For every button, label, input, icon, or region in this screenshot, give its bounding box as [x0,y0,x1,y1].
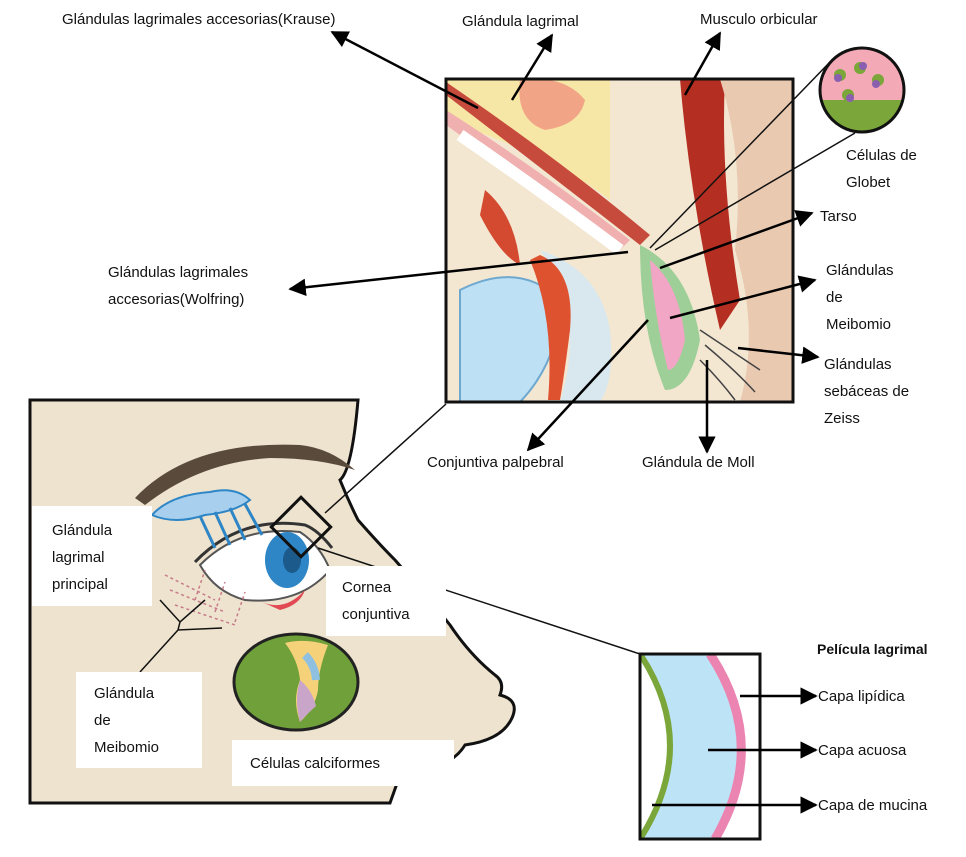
goblet-cell-stream [302,652,320,681]
cornea-label-box [326,566,446,636]
label-capa-lipidica: Capa lipídica [818,688,905,705]
arrow-orbicular [683,31,722,96]
goblet-cell-body [285,640,328,722]
zoom-line-upper [324,403,447,514]
eyebrow [135,444,355,505]
meibomian-dots [164,569,246,626]
arrow-tarso [659,210,814,270]
zoom-line-lower [317,547,641,655]
tear-film-frame [638,652,762,841]
goblet-cell-ellipse [232,632,360,732]
circle-line-a [649,61,831,249]
goblet-circle-art [820,48,904,132]
circle-line-b [654,132,856,251]
label-glandula-lagrimal: Glándula lagrimal [462,13,579,30]
label-tarso: Tarso [820,208,857,225]
meibomio-label-box [76,672,202,768]
label-capa-mucina: Capa de mucina [818,797,928,814]
arrow-wolfring [288,250,629,296]
arrow-zeiss [737,346,820,364]
label-capa-acuosa: Capa acuosa [818,742,907,759]
tear-film-art [640,654,760,839]
lacrimal-gland [150,489,252,521]
arrow-krause [330,30,479,110]
arrow-meibomio-top [669,275,817,320]
label-musculo-orbicular: Musculo orbicular [700,11,818,28]
label-arrows [288,30,820,814]
label-glandula-moll: Glándula de Moll [642,454,755,471]
label-krause: Glándulas lagrimales accesorias(Krause) [62,11,336,28]
label-celulas-calciformes: Células calciformes [250,755,381,772]
label-conjuntiva-palpebral: Conjuntiva palpebral [427,454,564,471]
arrow-lagrimal [510,33,554,101]
goblet-circle-frame [818,46,906,134]
zoom-square-eyelid [269,495,333,559]
lacrimal-ducts [198,503,264,549]
lower-lid-margin [262,590,305,610]
eyelid-zoom-frame [444,77,795,404]
pupil [283,547,301,573]
meibomio-connector [139,599,223,673]
arrow-conjuntiva [526,319,649,452]
eyelid-section-art [446,79,793,402]
calciformes-label-box [232,740,454,786]
principal-label-box [32,506,152,606]
label-pelicula-lagrimal: Película lagrimal [817,641,928,657]
goblet-cell-inner [297,680,316,722]
